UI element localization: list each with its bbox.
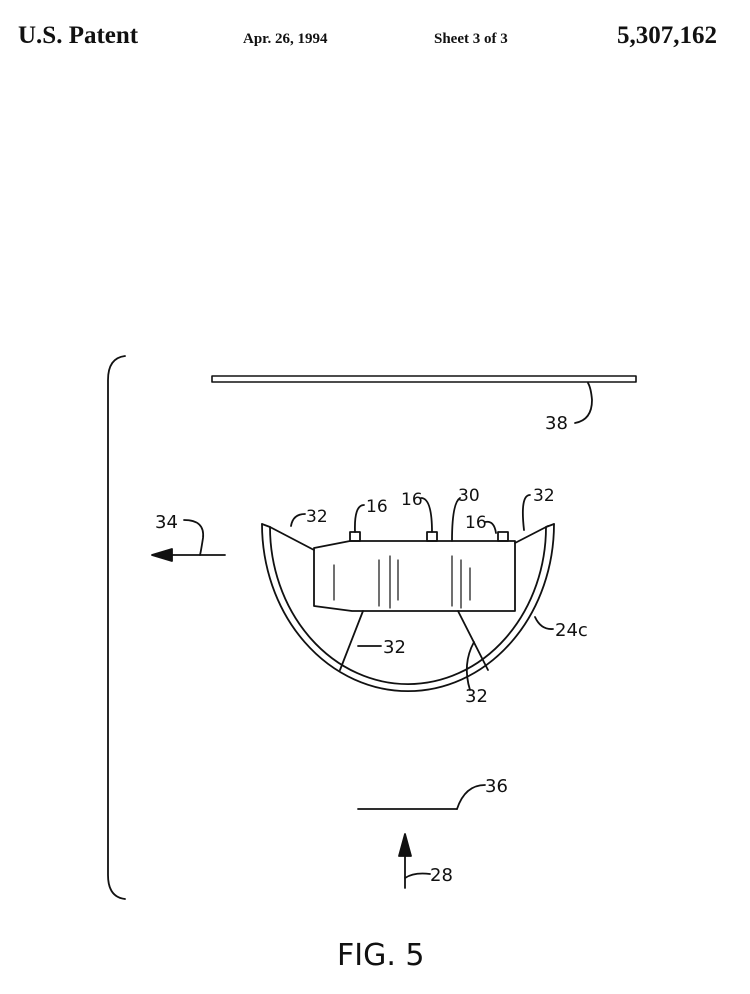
patent-number: 5,307,162 [617, 22, 717, 49]
ref-30: 30 [458, 486, 480, 506]
lamp-30 [313, 540, 516, 612]
arrow-28-head [398, 833, 412, 857]
support-32-lower-right [457, 610, 489, 671]
ref-16-mid: 16 [401, 490, 423, 510]
reflector-24c-inner [269, 526, 547, 686]
ref-32-bottom: 32 [465, 686, 488, 707]
terminal-16-right [497, 531, 509, 542]
ref-32-inner: 32 [383, 637, 406, 658]
sheet-number: Sheet 3 of 3 [434, 31, 508, 47]
figure-caption: FIG. 5 [337, 938, 425, 973]
leader-30 [451, 497, 461, 542]
ref-36: 36 [485, 776, 508, 797]
leader-28 [404, 872, 431, 879]
patent-date: Apr. 26, 1994 [243, 31, 328, 47]
ref-24c: 24c [555, 620, 588, 641]
ref-38: 38 [545, 413, 568, 434]
ref-28: 28 [430, 865, 453, 886]
ref-16-right: 16 [465, 513, 487, 533]
ref-34: 34 [155, 512, 178, 533]
reflector-24c-outer [261, 523, 555, 692]
terminal-16-mid [426, 531, 438, 542]
patent-label: U.S. Patent [18, 22, 139, 49]
support-32-upper-right [514, 525, 549, 544]
arrow-34-head [151, 548, 173, 562]
leader-38 [574, 382, 593, 424]
plate-38 [211, 375, 637, 383]
ref-32-right: 32 [533, 486, 555, 506]
reflector-left-edge [261, 523, 271, 528]
leader-32-left [290, 513, 306, 527]
leader-16-left [354, 504, 365, 533]
leader-32-bottom [465, 641, 475, 691]
support-32-lower-left [339, 610, 364, 671]
leader-34 [183, 519, 205, 556]
leader-32-right [521, 494, 531, 531]
ref-16-left: 16 [366, 497, 388, 517]
ref-32-left: 32 [306, 507, 328, 527]
leader-16-right [484, 520, 497, 534]
terminal-16-left [349, 531, 361, 542]
figure-bracket [107, 355, 126, 900]
leader-24c [534, 616, 554, 630]
leader-36 [456, 784, 486, 810]
leader-16-mid [420, 497, 433, 533]
support-32-upper-left [269, 526, 315, 551]
